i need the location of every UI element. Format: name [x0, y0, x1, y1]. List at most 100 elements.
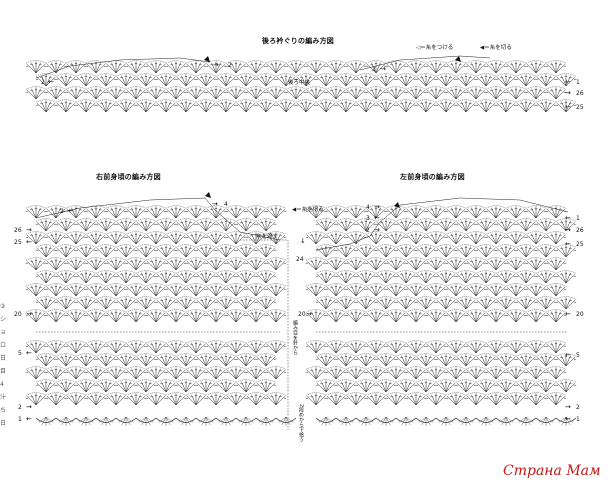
shell-stitch [505, 87, 527, 100]
chain-arch [115, 244, 137, 248]
shell-stitch [365, 367, 387, 380]
scallop-stitch [265, 416, 274, 423]
shell-stitch [175, 380, 197, 393]
chain-arch [475, 296, 497, 300]
shell-stitch [365, 258, 387, 271]
scallop-stitch [345, 416, 351, 426]
chain-arch [455, 379, 477, 383]
shell-stitch [425, 232, 447, 245]
chain-arch [235, 244, 257, 248]
shell-stitch [225, 87, 247, 100]
chain-arch [485, 366, 507, 370]
chain-arch [105, 392, 127, 396]
chain-arch [345, 86, 367, 90]
shell-stitch [515, 74, 537, 87]
chain-arch [255, 379, 277, 383]
shell-stitch [485, 367, 507, 380]
scallop-stitch [525, 416, 531, 426]
shell-stitch [55, 354, 77, 367]
chain-arch [445, 205, 467, 209]
back-neck-title: 後ろ衿ぐりの編み方図 [262, 37, 334, 45]
shell-stitch [245, 341, 267, 354]
shell-stitch [215, 297, 237, 310]
shell-stitch [185, 87, 207, 100]
neck-outline [35, 57, 211, 79]
shell-stitch [385, 393, 407, 406]
shell-stitch [225, 341, 247, 354]
left-front-title: 左前身頃の編み方図 [400, 173, 465, 181]
shell-stitch [125, 87, 147, 100]
shell-stitch [155, 219, 177, 232]
chain-arch [445, 257, 467, 261]
chain-arch [465, 231, 487, 235]
shell-stitch [425, 206, 447, 219]
shell-stitch [555, 219, 577, 232]
lf-row-label-26: 26 [576, 227, 584, 234]
chain-arch [445, 60, 467, 64]
chain-arch [355, 379, 377, 383]
chain-arch [45, 283, 67, 287]
chain-arch [535, 353, 557, 357]
chain-arch [255, 244, 277, 248]
shell-stitch [225, 61, 247, 74]
arrow-left-icon: ← [565, 310, 571, 318]
chain-arch [325, 60, 347, 64]
shell-stitch [335, 219, 357, 232]
edge-glyph: 目 [0, 368, 7, 375]
chain-arch [95, 296, 117, 300]
shell-stitch [435, 297, 457, 310]
neck-outline [359, 55, 491, 71]
chain-arch [205, 205, 227, 209]
scallop-stitch [565, 416, 571, 426]
chain-arch [85, 231, 107, 235]
shell-stitch [65, 284, 87, 297]
scallop-stitch [518, 416, 527, 423]
shell-stitch [545, 61, 567, 74]
shell-stitch [475, 297, 497, 310]
shell-stitch [185, 341, 207, 354]
shell-stitch [325, 61, 347, 74]
shell-stitch [475, 271, 497, 284]
chain-arch [85, 86, 107, 90]
shell-stitch [255, 100, 277, 113]
chain-arch [125, 60, 147, 64]
chain-arch [495, 99, 517, 103]
shell-stitch [65, 61, 87, 74]
shell-stitch [185, 206, 207, 219]
shell-stitch [405, 284, 427, 297]
shell-stitch [25, 206, 47, 219]
chain-arch [445, 86, 467, 90]
chain-arch [555, 73, 577, 77]
chain-arch [175, 73, 197, 77]
shell-stitch [555, 74, 577, 87]
shell-stitch [65, 206, 87, 219]
scallop-stitch [258, 416, 267, 423]
chain-arch [205, 340, 227, 344]
chain-arch [135, 218, 157, 222]
shell-stitch [395, 100, 417, 113]
shell-stitch [375, 74, 397, 87]
shell-stitch [355, 245, 377, 258]
scallop-stitch [198, 416, 207, 423]
shell-stitch [465, 310, 487, 323]
shell-stitch [45, 61, 67, 74]
chain-arch [525, 340, 547, 344]
chain-arch [535, 379, 557, 383]
shell-stitch [305, 341, 327, 354]
shell-stitch [125, 310, 147, 323]
shell-stitch [345, 367, 367, 380]
chain-arch [215, 73, 237, 77]
shell-stitch [355, 74, 377, 87]
chain-arch [75, 218, 97, 222]
shell-stitch [95, 297, 117, 310]
chain-arch [535, 270, 557, 274]
shell-stitch [155, 74, 177, 87]
shell-stitch [145, 341, 167, 354]
chain-arch [75, 244, 97, 248]
chain-arch [35, 99, 57, 103]
chain-arch [375, 270, 397, 274]
chain-arch [415, 244, 437, 248]
chain-arch [345, 309, 367, 313]
chain-arch [105, 309, 127, 313]
chain-arch [75, 99, 97, 103]
